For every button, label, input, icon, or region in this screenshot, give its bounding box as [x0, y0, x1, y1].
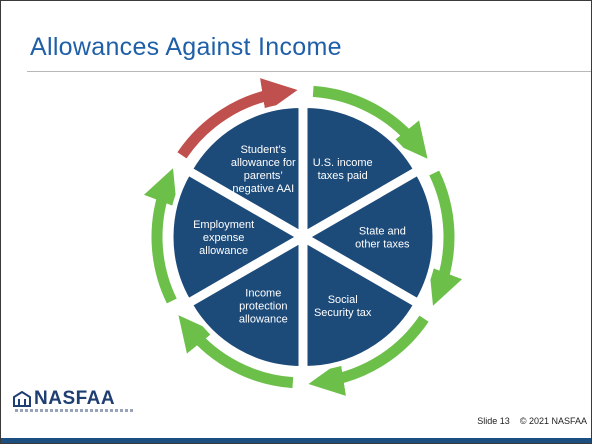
segment-income-protection — [186, 236, 304, 371]
label-line: U.S. income — [313, 157, 373, 169]
arrow-us-income-taxes — [312, 85, 428, 159]
label-line: Employment — [193, 219, 254, 231]
label-line: Income — [245, 288, 281, 300]
segment-social-security-tax — [302, 236, 420, 371]
arrow-social-security-tax — [308, 315, 429, 396]
arrow-income-protection — [178, 315, 294, 389]
label-line: protection — [239, 301, 287, 313]
label-line: parents’ — [244, 170, 283, 182]
label-line: Student’s — [240, 144, 286, 156]
label-line: Social — [328, 294, 358, 306]
label-line: State and — [359, 226, 406, 238]
nasfaa-logo: NASFAA — [13, 388, 173, 421]
label-line: allowance — [199, 245, 248, 257]
arrow-state-other-taxes — [429, 170, 463, 306]
label-line: expense — [203, 232, 245, 244]
label-line: allowance for — [231, 157, 296, 169]
label-line: other taxes — [355, 239, 410, 251]
slide-title: Allowances Against Income — [30, 33, 342, 61]
segment-state-other-taxes — [302, 169, 438, 305]
bottom-bar — [1, 438, 591, 443]
slide-number: Slide 13 — [477, 416, 510, 426]
arrow-employment-expense — [143, 168, 177, 304]
segment-student-allowance — [186, 103, 304, 238]
label-line: Security tax — [314, 307, 372, 319]
cycle-segments — [168, 103, 438, 371]
nasfaa-logo-icon — [13, 391, 31, 407]
logo-tagline — [15, 409, 135, 412]
arrow-student-allowance — [177, 78, 298, 159]
segment-employment-expense — [168, 169, 304, 305]
segment-us-income-taxes — [302, 103, 420, 238]
cycle-arrows — [143, 78, 463, 396]
title-divider — [27, 71, 591, 72]
logo-text: NASFAA — [34, 388, 116, 409]
label-line: taxes paid — [318, 170, 368, 182]
label-line: negative AAI — [232, 183, 294, 195]
copyright: © 2021 NASFAA — [519, 416, 587, 426]
slide-footer: Slide 13 © 2021 NASFAA — [477, 416, 587, 426]
label-line: allowance — [239, 314, 288, 326]
